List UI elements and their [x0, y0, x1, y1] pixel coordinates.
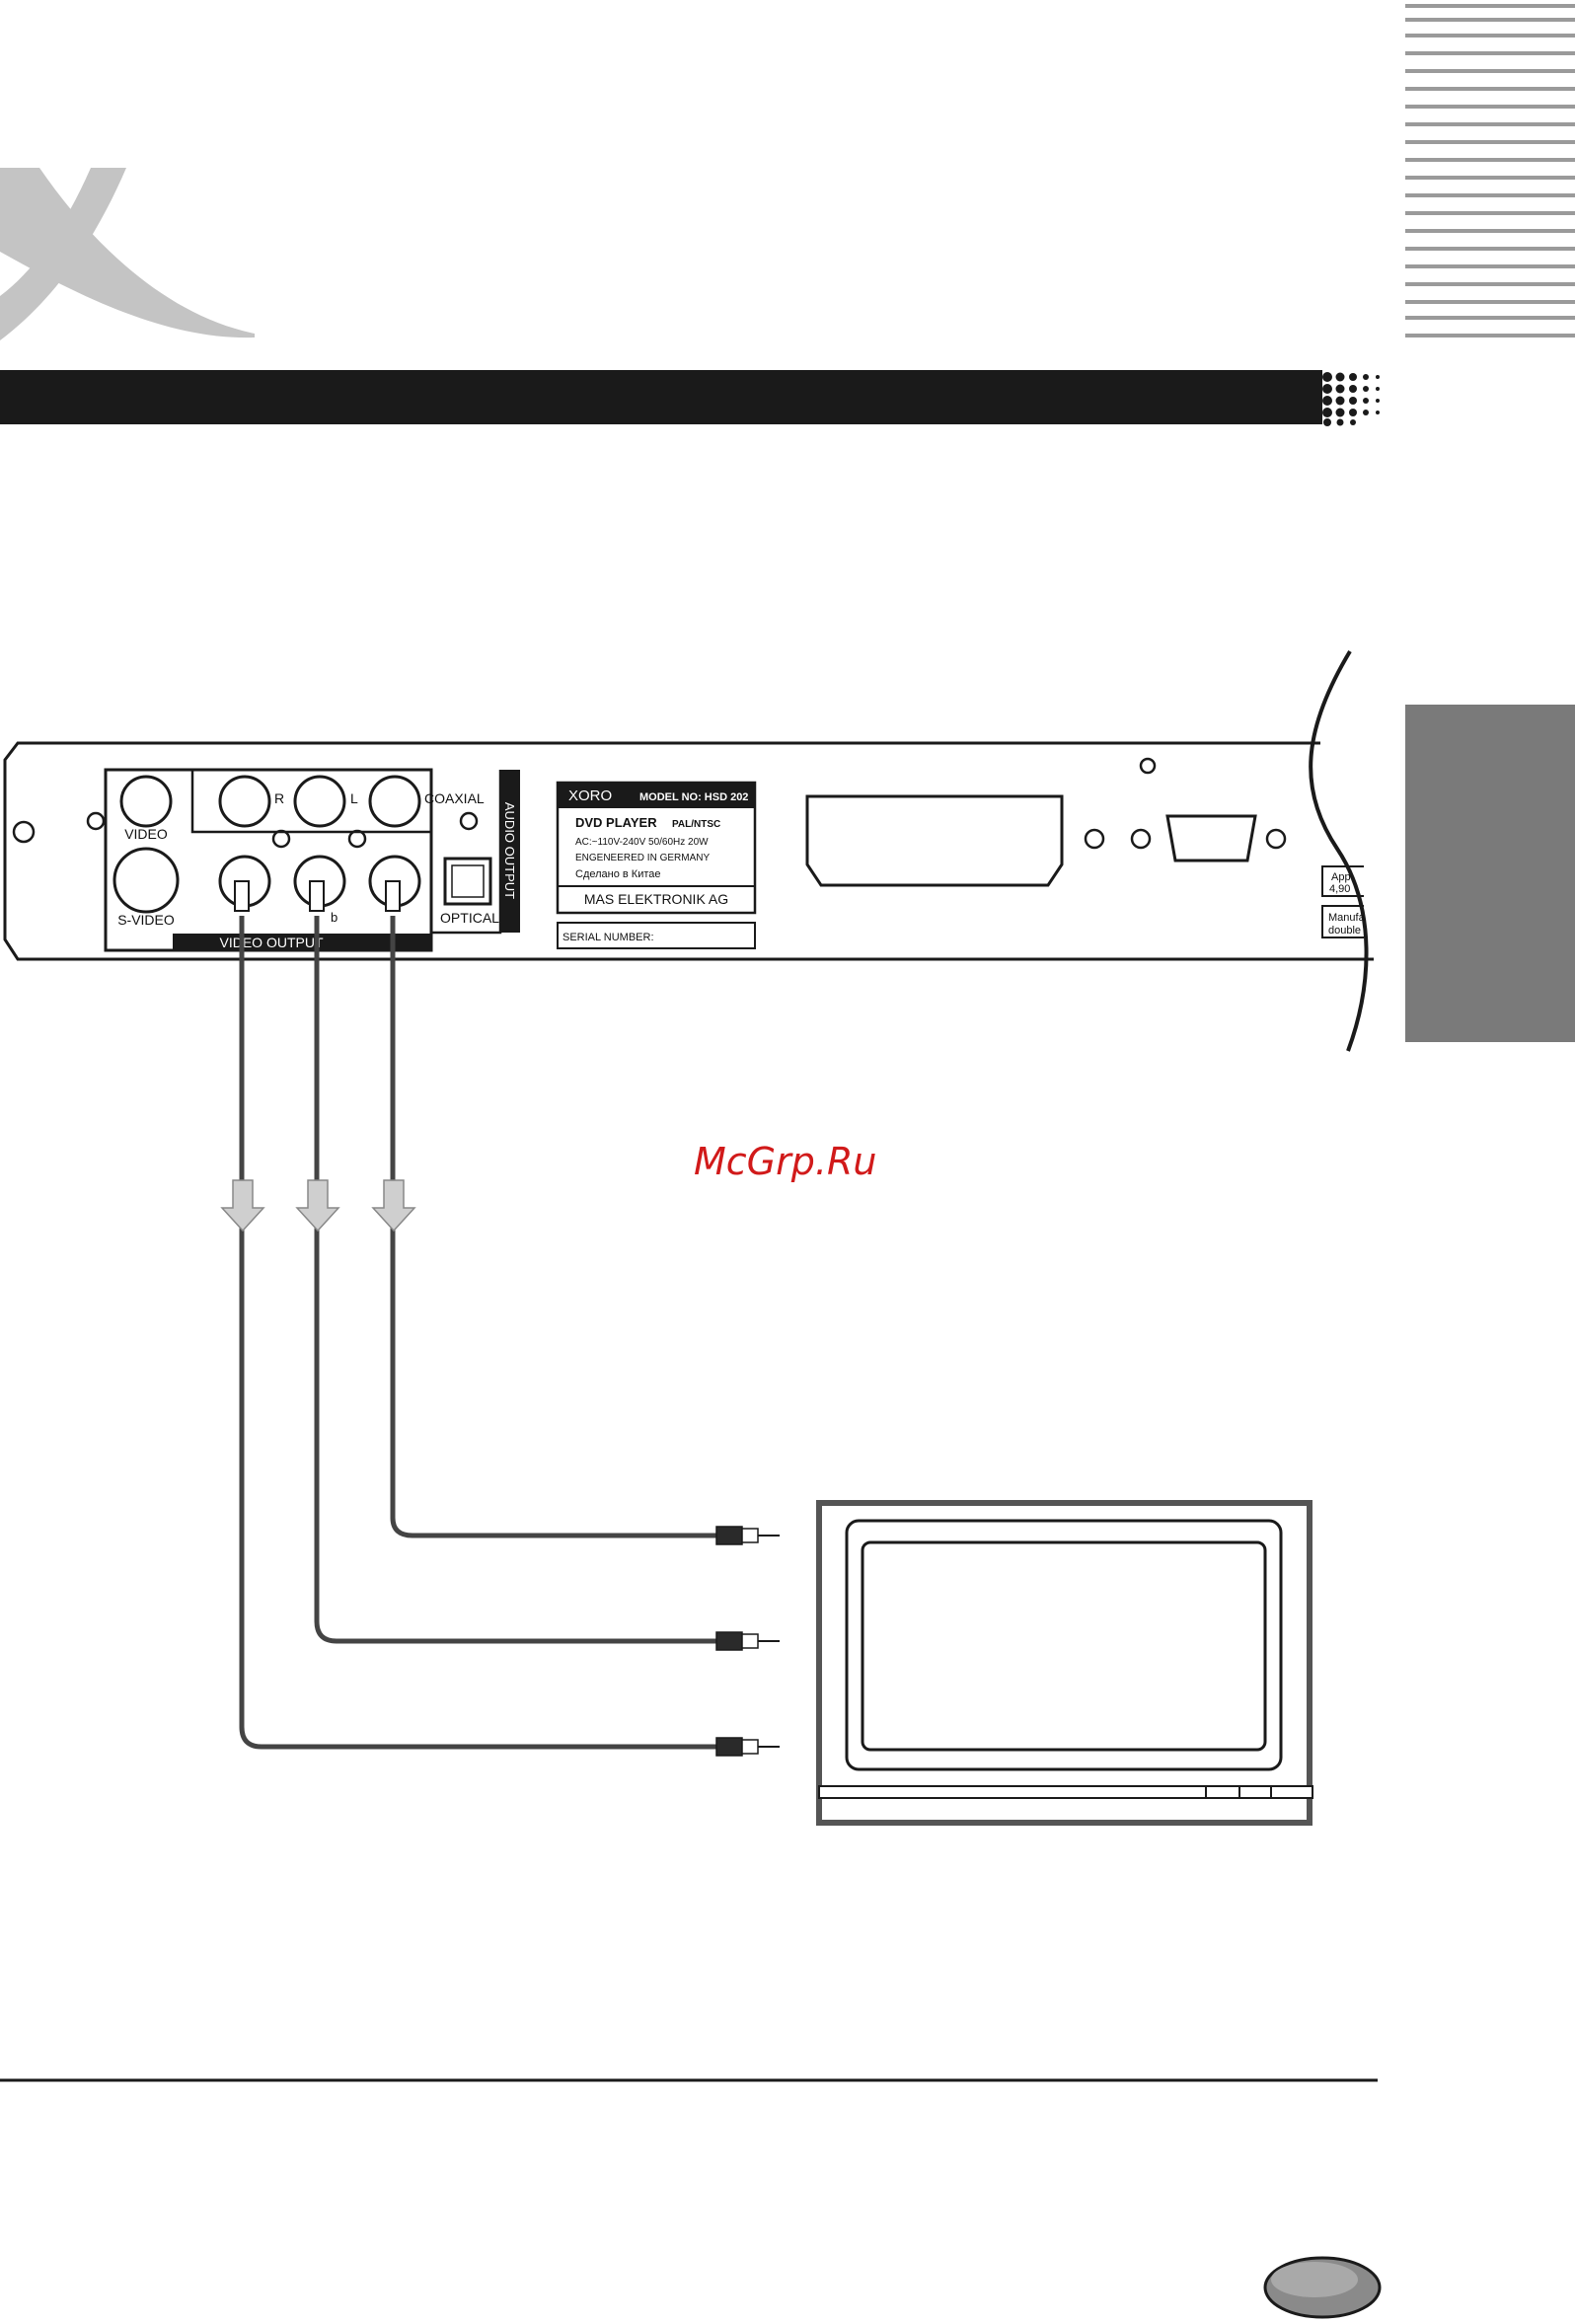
audio-output-label: AUDIO OUTPUT [502, 802, 517, 899]
audio-l-label: L [350, 790, 358, 806]
header-bar [0, 370, 1380, 426]
component-cables [242, 916, 720, 1747]
direction-arrows [222, 1180, 414, 1231]
rating-product: DVD PLAYER [575, 815, 657, 830]
video-output-label: VIDEO OUTPUT [219, 935, 323, 950]
rca-plug [716, 1632, 780, 1650]
tv-screen [862, 1542, 1265, 1750]
rca-plug [235, 881, 249, 911]
rca-plug [716, 1738, 780, 1756]
dvd-back-panel: VIDEO S-VIDEO R L COAXIAL b OPTICAL AUDI… [5, 651, 1374, 1051]
s-video-jack-label: S-VIDEO [117, 912, 175, 928]
arrow-down-icon [373, 1180, 414, 1231]
rating-standard: PAL/NTSC [672, 819, 720, 830]
side-tag-2-line-2: double [1328, 925, 1361, 937]
rating-company: MAS ELEKTRONIK AG [584, 891, 728, 907]
optical-label: OPTICAL [440, 910, 499, 926]
rca-plug [310, 881, 324, 911]
page-number-badge [1265, 2258, 1380, 2317]
xoro-x-logo [0, 168, 255, 340]
rating-power: AC:~110V-240V 50/60Hz 20W [575, 837, 709, 848]
audio-r-label: R [274, 790, 284, 806]
stripe-decoration [1405, 6, 1575, 336]
side-tag-1-line-2: 4,90 [1329, 883, 1350, 895]
cable-y [242, 916, 720, 1747]
television [819, 1503, 1312, 1823]
rca-plug [716, 1527, 780, 1544]
rating-engineered: ENGENEERED IN GERMANY [575, 853, 710, 863]
rating-brand: XORO [568, 787, 612, 804]
rating-label: XORO MODEL NO: HSD 202 DVD PLAYER PAL/NT… [558, 783, 755, 913]
arrow-down-icon [297, 1180, 338, 1231]
serial-number-label: SERIAL NUMBER: [558, 923, 755, 948]
rca-plug [386, 881, 400, 911]
video-jack-label: VIDEO [124, 826, 168, 842]
rating-made-in: Сделано в Китае [575, 868, 661, 880]
coaxial-label: COAXIAL [424, 790, 485, 806]
pb-label: b [331, 910, 338, 925]
plugs-tv-end [716, 1527, 780, 1756]
serial-number-text: SERIAL NUMBER: [562, 932, 654, 943]
side-tag-2-line-1: Manufa [1328, 912, 1366, 924]
watermark-text: McGrp.Ru [694, 1140, 876, 1183]
side-tag-1-line-1: App [1331, 871, 1351, 883]
cable-pb [317, 916, 720, 1641]
side-tab [1405, 705, 1575, 1042]
rating-model: MODEL NO: HSD 202 [639, 791, 748, 803]
cable-pr [393, 916, 720, 1536]
arrow-down-icon [222, 1180, 263, 1231]
